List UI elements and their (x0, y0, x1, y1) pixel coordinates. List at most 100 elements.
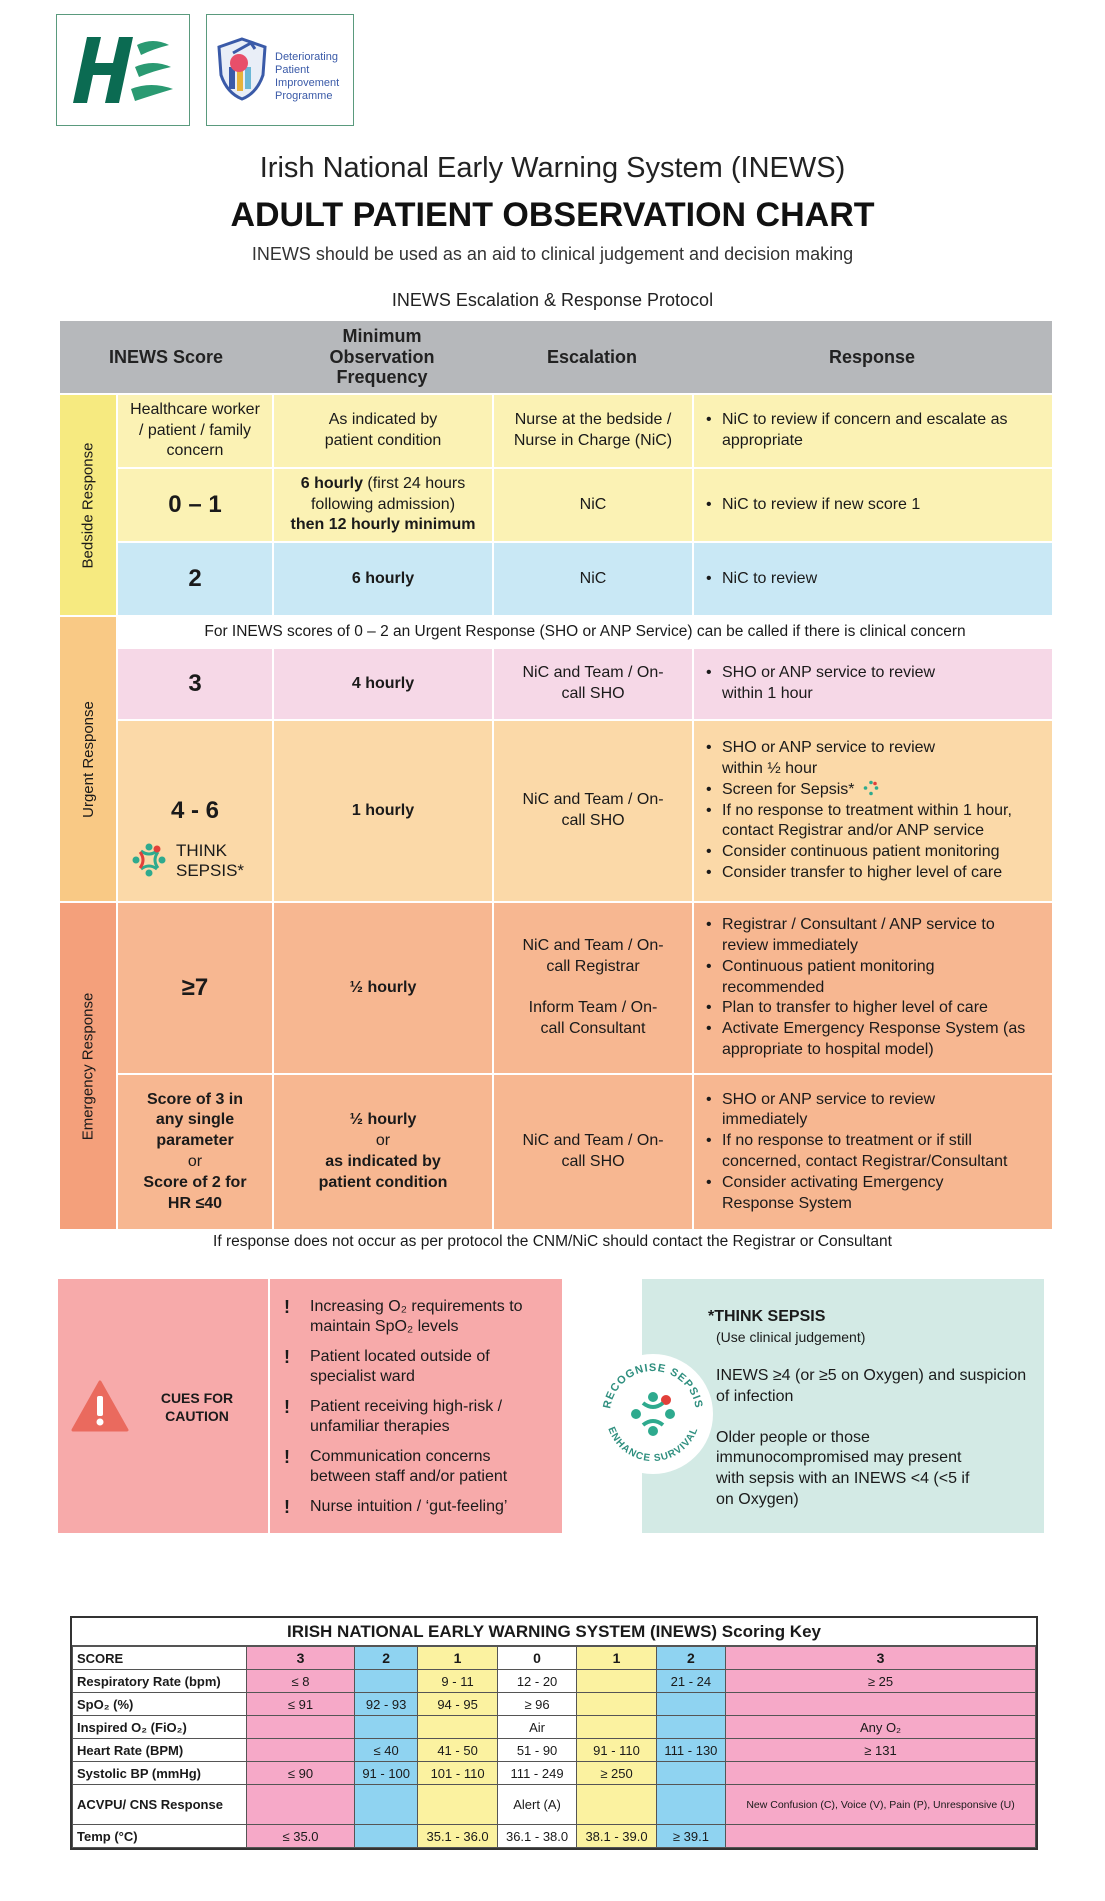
key-row-label: SpO₂ (%) (72, 1692, 247, 1716)
header-frequency: Minimum Observation Frequency (272, 321, 492, 393)
emergency-r2-freq-or: or (375, 1132, 391, 1150)
key-score-label: SCORE (72, 1646, 247, 1670)
emergency-r1-esc1: NiC and Team / On-call Registrar (522, 937, 664, 976)
urgent-r1-score: 3 (118, 649, 272, 719)
emergency-r1-resp-item: Registrar / Consultant / ANP service to … (704, 915, 1044, 957)
key-cell (725, 1761, 1036, 1785)
group-urgent: Urgent Response (60, 617, 116, 901)
urgent-r1-freq: 4 hourly (274, 649, 492, 719)
key-cell (576, 1715, 657, 1739)
key-cell: ≥ 96 (496, 1692, 578, 1716)
urgent-r1-resp-item: SHO or ANP service to review within 1 ho… (704, 663, 962, 705)
emergency-r1-resp-item: Activate Emergency Response System (as a… (704, 1019, 1044, 1061)
key-cell (417, 1784, 498, 1825)
key-cell (246, 1715, 355, 1739)
bedside-r3-resp: NiC to review (694, 543, 1052, 615)
key-cell: 35.1 - 36.0 (417, 1824, 498, 1848)
key-cell (246, 1784, 355, 1825)
emergency-r1-resp-item: Plan to transfer to higher level of care (704, 998, 1044, 1019)
sepsis-para1: INEWS ≥4 (or ≥5 on Oxygen) and suspicion… (716, 1366, 1027, 1405)
key-row-label: Heart Rate (BPM) (72, 1738, 247, 1762)
bedside-r3-freq: 6 hourly (274, 543, 492, 615)
dpip-line1: Deteriorating (275, 51, 338, 63)
key-cell: ≤ 90 (246, 1761, 355, 1785)
key-cell (353, 1784, 419, 1825)
urgent-r2-sepsis: SEPSIS* (176, 861, 245, 880)
caution-item: !Nurse intuition / ‘gut-feeling’ (284, 1497, 508, 1517)
emergency-r2-score: Score of 3 in any single parameter or Sc… (118, 1075, 272, 1229)
emergency-r1-resp-item: Continuous patient monitoring recommende… (704, 957, 1044, 999)
exclamation-icon: ! (284, 1497, 290, 1517)
key-row-label: Respiratory Rate (bpm) (72, 1669, 247, 1693)
exclamation-icon: ! (284, 1397, 290, 1417)
caution-item: !Patient receiving high-risk / unfamilia… (284, 1397, 503, 1435)
caution-panel: CUES FOR CAUTION !Increasing O₂ requirem… (58, 1279, 562, 1533)
bedside-r2-freq-normal: (first 24 hours following admission) (310, 474, 466, 513)
key-cell: ≤ 8 (246, 1669, 355, 1693)
hse-logo-mark (73, 37, 173, 103)
sepsis-small-icon (863, 780, 879, 796)
bedside-r3-score: 2 (118, 543, 272, 615)
bedside-r2-resp-item: NiC to review if new score 1 (704, 495, 920, 516)
caution-item: !Communication concerns between staff an… (284, 1447, 508, 1485)
dpip-line4: Programme (275, 90, 333, 102)
header-escalation: Escalation (492, 321, 692, 393)
sepsis-para2: Older people or those immunocompromised … (716, 1428, 970, 1508)
emergency-r2-resp: SHO or ANP service to review immediately… (694, 1075, 1052, 1229)
key-cell: 9 - 11 (417, 1669, 498, 1693)
bedside-r2-resp: NiC to review if new score 1 (694, 469, 1052, 541)
bedside-r1-resp-item: NiC to review if concern and escalate as… (704, 410, 1044, 452)
key-cell (576, 1692, 657, 1716)
key-cell: 101 - 110 (417, 1761, 498, 1785)
urgent-r2-resp-item: SHO or ANP service to review within ½ ho… (704, 738, 1044, 780)
key-cell: ≤ 40 (353, 1738, 419, 1762)
bedside-r2-freq-bold1: 6 hourly (300, 474, 363, 492)
bedside-r2-freq-bold2: then 12 hourly minimum (290, 516, 476, 534)
scoring-key-title: IRISH NATIONAL EARLY WARNING SYSTEM (INE… (72, 1618, 1036, 1646)
key-cell: New Confusion (C), Voice (V), Pain (P), … (725, 1784, 1036, 1825)
key-cell: 91 - 110 (576, 1738, 657, 1762)
key-cell: 91 - 100 (353, 1761, 419, 1785)
emergency-r1-score: ≥7 (118, 903, 272, 1073)
key-cell: 41 - 50 (417, 1738, 498, 1762)
urgent-note: For INEWS scores of 0 – 2 an Urgent Resp… (204, 622, 966, 640)
key-cell: ≥ 25 (725, 1669, 1036, 1693)
caution-item: !Patient located outside of specialist w… (284, 1347, 490, 1385)
key-score-cell: 2 (353, 1646, 419, 1670)
group-bedside: Bedside Response (60, 395, 116, 615)
urgent-r2-resp-item: Screen for Sepsis* (704, 780, 1044, 801)
key-cell: ≤ 35.0 (246, 1824, 355, 1848)
recognise-sepsis-logo: RECOGNISE SEPSIS ENHANCE SURVIVAL (593, 1354, 713, 1474)
key-cell: 111 - 249 (496, 1761, 578, 1785)
emergency-r2-resp-item: Consider activating Emergency Response S… (704, 1173, 1044, 1215)
group-emergency: Emergency Response (60, 903, 116, 1229)
key-cell: ≤ 91 (246, 1692, 355, 1716)
emergency-r2-score-bold1: Score of 3 in any single parameter (146, 1090, 244, 1150)
key-cell: 21 - 24 (655, 1669, 727, 1693)
key-cell: 94 - 95 (417, 1692, 498, 1716)
key-cell: 38.1 - 39.0 (576, 1824, 657, 1848)
protocol-footer: If response does not occur as per protoc… (213, 1233, 892, 1250)
page-title: ADULT PATIENT OBSERVATION CHART (230, 196, 875, 234)
key-cell (353, 1824, 419, 1848)
key-cell (353, 1669, 419, 1693)
key-score-cell: 0 (496, 1646, 578, 1670)
key-cell: 92 - 93 (353, 1692, 419, 1716)
emergency-r2-resp-item: SHO or ANP service to review immediately (704, 1090, 1044, 1132)
key-score-cell: 3 (725, 1646, 1036, 1670)
key-cell: 51 - 90 (496, 1738, 578, 1762)
key-cell: ≥ 250 (576, 1761, 657, 1785)
key-cell (655, 1761, 727, 1785)
urgent-r2-resp: SHO or ANP service to review within ½ ho… (694, 721, 1052, 901)
sepsis-title: *THINK SEPSIS (708, 1308, 826, 1325)
dpip-logo: Deteriorating Patient Improvement Progra… (206, 14, 354, 126)
key-cell (725, 1824, 1036, 1848)
key-row-label: ACVPU/ CNS Response (72, 1784, 247, 1825)
